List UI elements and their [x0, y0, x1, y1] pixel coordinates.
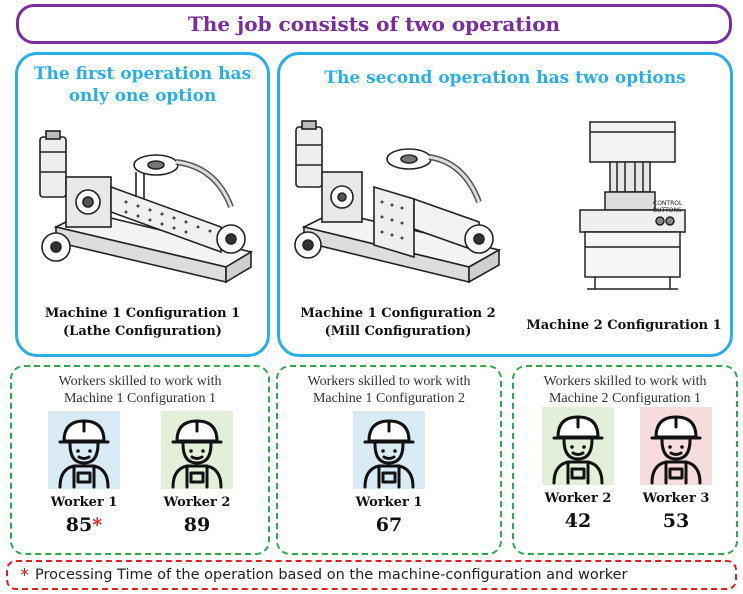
group-title-line2: Machine 1 Configuration 1	[63, 391, 217, 406]
machine-2-config-1-label: Machine 2 Configuration 1	[516, 317, 732, 335]
worker-icon	[161, 411, 233, 489]
machine-1-config-2-label: Machine 1 Configuration 2 (Mill Configur…	[284, 305, 512, 341]
operation-1-box: The first operation has only one option	[15, 52, 270, 357]
svg-text:CONTROL: CONTROL	[653, 200, 683, 207]
machine-1-config-1-label: Machine 1 Configuration 1 (Lathe Configu…	[18, 305, 267, 341]
worker-card: Worker 1 67	[349, 411, 429, 536]
processing-time: 89	[183, 514, 211, 536]
press-machine-icon: CONTROL BUTTONS	[579, 121, 686, 290]
machine-1-config-1-type: (Lathe Configuration)	[63, 324, 222, 339]
worker-icon	[542, 407, 614, 485]
group-title: Workers skilled to work with Machine 1 C…	[12, 373, 268, 407]
worker-group-machine-1-config-2: Workers skilled to work with Machine 1 C…	[276, 365, 502, 555]
operation-1-title: The first operation has only one option	[33, 64, 252, 106]
worker-name: Worker 1	[50, 495, 118, 510]
mill-machine-icon	[294, 120, 502, 284]
worker-group-machine-1-config-1: Workers skilled to work with Machine 1 C…	[10, 365, 270, 555]
group-title-line2: Machine 1 Configuration 2	[312, 391, 466, 406]
worker-name: Worker 1	[355, 495, 423, 510]
worker-card: Worker 3 53	[636, 407, 716, 532]
operation-2-box: The second operation has two options	[277, 52, 733, 357]
group-title-line1: Workers skilled to work with	[58, 374, 222, 389]
processing-time: 42	[564, 510, 592, 532]
footnote: * Processing Time of the operation based…	[6, 560, 737, 590]
group-title: Workers skilled to work with Machine 1 C…	[278, 373, 500, 407]
worker-name: Worker 3	[642, 491, 710, 506]
group-title: Workers skilled to work with Machine 2 C…	[514, 373, 736, 407]
job-header: The job consists of two operation	[16, 4, 732, 44]
processing-time-value: 85	[65, 514, 93, 536]
group-title-line2: Machine 2 Configuration 1	[548, 391, 702, 406]
machine-1-config-2-type: (Mill Configuration)	[324, 324, 472, 339]
worker-icon	[48, 411, 120, 489]
machine-1-config-1-name: Machine 1 Configuration 1	[44, 306, 241, 321]
worker-card: Worker 2 89	[157, 411, 237, 536]
footnote-star: *	[20, 564, 29, 586]
group-title-line1: Workers skilled to work with	[307, 374, 471, 389]
machine-2-config-1-name: Machine 2 Configuration 1	[526, 318, 722, 333]
worker-card: Worker 1 85*	[44, 411, 124, 536]
footnote-marker: *	[92, 514, 103, 536]
svg-text:BUTTONS: BUTTONS	[653, 207, 682, 214]
worker-icon	[640, 407, 712, 485]
worker-name: Worker 2	[544, 491, 612, 506]
worker-name: Worker 2	[163, 495, 231, 510]
footnote-text: Processing Time of the operation based o…	[35, 567, 628, 583]
group-title-line1: Workers skilled to work with	[543, 374, 707, 389]
lathe-machine-icon	[39, 130, 254, 284]
processing-time: 53	[662, 510, 690, 532]
processing-time: 67	[375, 514, 403, 536]
processing-time: 85*	[44, 514, 124, 536]
machine-1-config-2-name: Machine 1 Configuration 2	[300, 306, 496, 321]
worker-icon	[353, 411, 425, 489]
job-title: The job consists of two operation	[187, 12, 561, 36]
worker-group-machine-2-config-1: Workers skilled to work with Machine 2 C…	[512, 365, 738, 555]
operation-2-title: The second operation has two options	[324, 68, 686, 88]
worker-card: Worker 2 42	[538, 407, 618, 532]
